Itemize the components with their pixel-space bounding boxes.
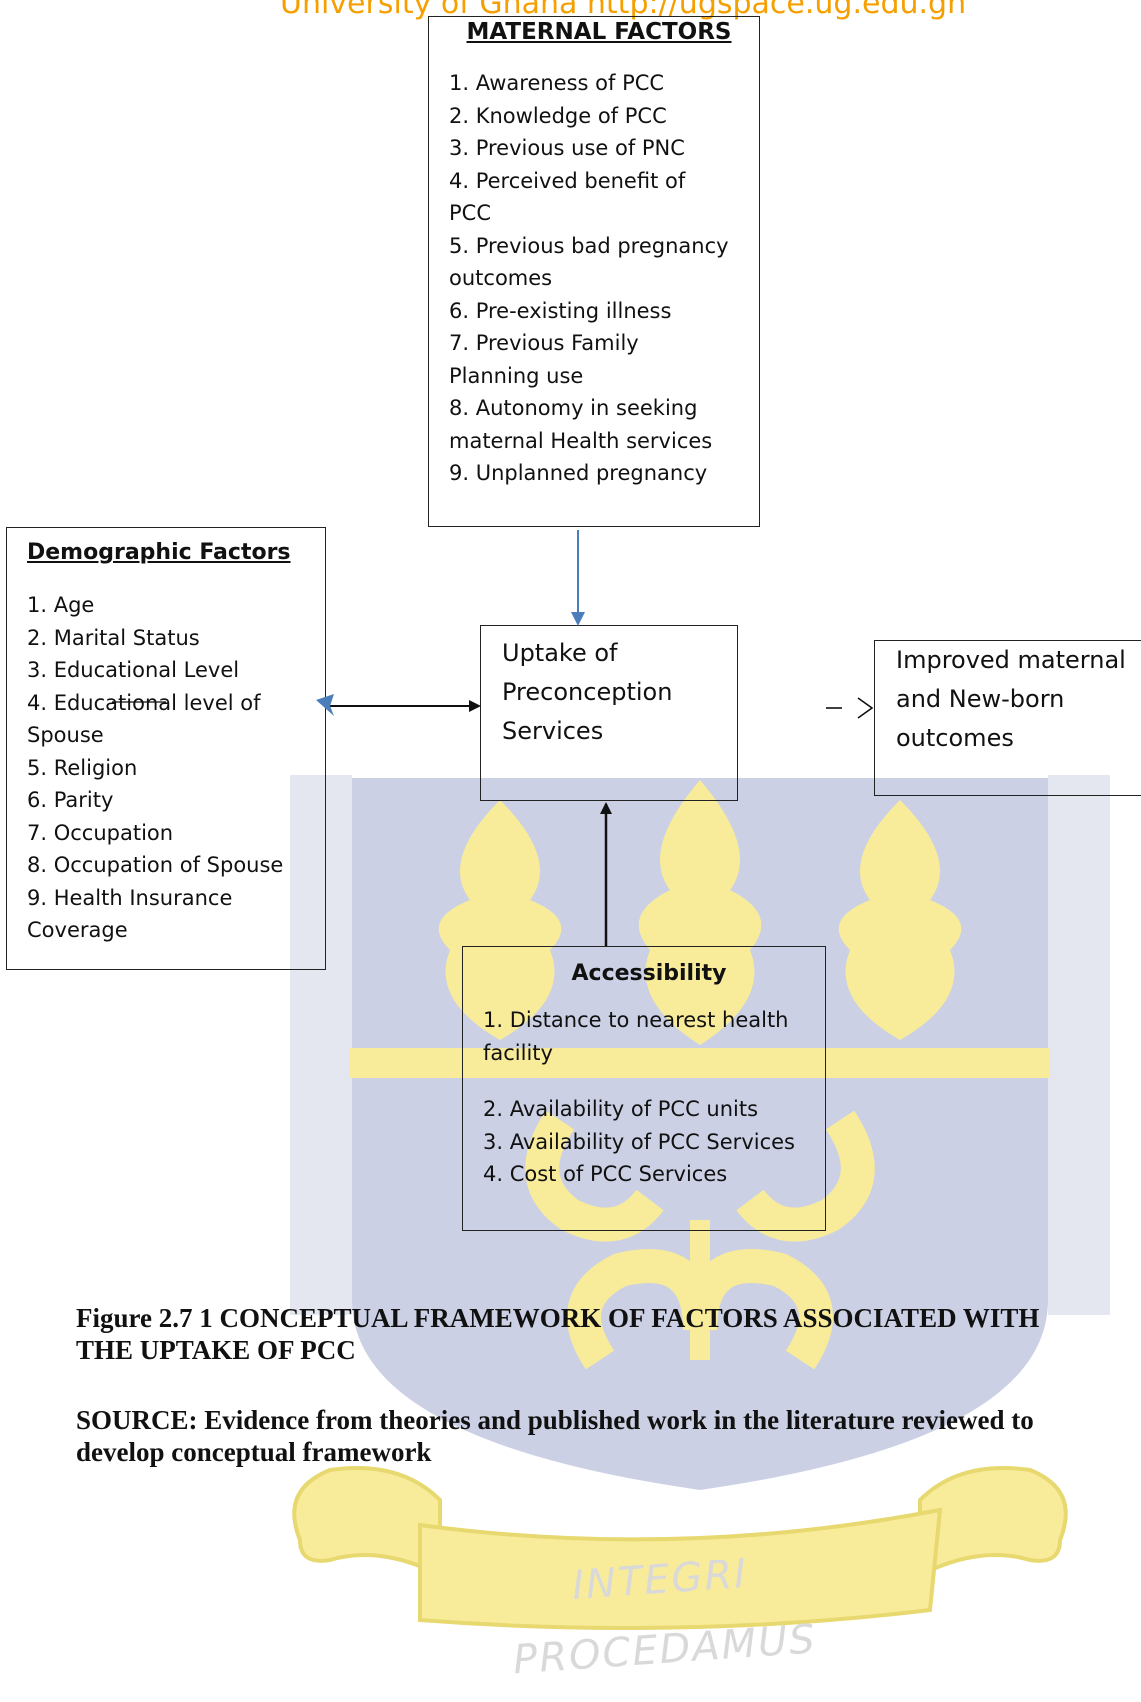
list-item: 8. Autonomy in seeking xyxy=(449,396,698,420)
crest-right-panel xyxy=(1048,775,1110,1315)
list-item: 2. Knowledge of PCC xyxy=(449,103,667,128)
list-item: 1. Distance to nearest health xyxy=(483,1008,789,1032)
uptake-line: Preconception xyxy=(502,678,673,706)
list-item: Planning use xyxy=(449,363,584,388)
caption-line: THE UPTAKE OF PCC xyxy=(76,1335,356,1365)
list-item: 3. Previous use of PNC xyxy=(449,136,685,160)
list-item: 6. Parity xyxy=(27,788,114,812)
list-item: 7. Previous Family xyxy=(449,331,639,355)
list-item: 2. Availability of PCC units xyxy=(483,1097,759,1121)
list-item: PCC xyxy=(449,201,491,225)
accessibility-box: Accessibility 1. Distance to nearest hea… xyxy=(462,946,826,1231)
figure-source: SOURCE: Evidence from theories and publi… xyxy=(76,1404,1141,1468)
accessibility-list: 1. Distance to nearest health facility 2… xyxy=(483,1004,815,1191)
list-item: 3. Educational Level xyxy=(27,658,240,682)
list-item: 3. Availability of PCC Services xyxy=(483,1129,795,1154)
list-item: Spouse xyxy=(27,723,104,747)
page: INTEGRI PROCEDAMUS University of Ghana h… xyxy=(6,0,1141,1683)
list-item: 6. Pre-existing illness xyxy=(449,298,672,323)
uptake-box: Uptake of Preconception Services xyxy=(480,625,738,801)
list-item: 8. Occupation of Spouse xyxy=(27,853,284,877)
outcome-line: and New-born xyxy=(896,685,1065,713)
list-item: 4. Educational level of xyxy=(27,690,261,715)
crest-stem xyxy=(690,1220,710,1360)
list-item: 9. Unplanned pregnancy xyxy=(449,461,708,485)
list-item: outcomes xyxy=(449,266,553,290)
maternal-factors-box: MATERNAL FACTORS 1. Awareness of PCC 2. … xyxy=(428,16,760,527)
list-item: 4. Cost of PCC Services xyxy=(483,1162,728,1186)
crest-left-panel xyxy=(290,775,352,1315)
list-item: 5. Previous bad pregnancy xyxy=(449,233,729,258)
maternal-factors-list: 1. Awareness of PCC 2. Knowledge of PCC … xyxy=(449,67,749,490)
crest-band xyxy=(350,1048,1050,1078)
list-item: 7. Occupation xyxy=(27,820,174,845)
caption-line: Figure 2.7 1 CONCEPTUAL FRAMEWORK OF FAC… xyxy=(76,1303,1040,1333)
repository-header[interactable]: University of Ghana http://ugspace.ug.ed… xyxy=(280,0,967,21)
list-item: 9. Health Insurance xyxy=(27,885,233,910)
list-item: 5. Religion xyxy=(27,755,138,780)
university-crest-watermark xyxy=(290,775,1110,1630)
source-line: develop conceptual framework xyxy=(76,1437,432,1467)
uptake-line: Uptake of xyxy=(502,639,618,667)
uptake-line: Services xyxy=(502,717,604,745)
list-item: 2. Marital Status xyxy=(27,625,200,650)
list-item: facility xyxy=(483,1040,553,1065)
maternal-factors-title: MATERNAL FACTORS xyxy=(466,19,732,45)
demographic-factors-title: Demographic Factors xyxy=(27,540,291,565)
accessibility-title: Accessibility xyxy=(571,961,727,986)
outcome-line: Improved maternal xyxy=(896,646,1126,674)
list-item: 1. Awareness of PCC xyxy=(449,71,665,95)
crest-fronds xyxy=(438,780,962,1045)
list-item: Coverage xyxy=(27,918,128,942)
outcome-line: outcomes xyxy=(896,724,1014,752)
source-line: SOURCE: Evidence from theories and publi… xyxy=(76,1405,1034,1435)
figure-caption: Figure 2.7 1 CONCEPTUAL FRAMEWORK OF FAC… xyxy=(76,1302,1141,1366)
demographic-factors-list: 1. Age 2. Marital Status 3. Educational … xyxy=(27,589,325,947)
list-item: 4. Perceived benefit of xyxy=(449,168,686,193)
list-item: 1. Age xyxy=(27,593,95,617)
demographic-factors-box: Demographic Factors 1. Age 2. Marital St… xyxy=(6,527,326,970)
list-item: maternal Health services xyxy=(449,428,713,453)
outcome-box: Improved maternal and New-born outcomes xyxy=(874,640,1141,796)
crest-banner xyxy=(292,1466,1068,1630)
